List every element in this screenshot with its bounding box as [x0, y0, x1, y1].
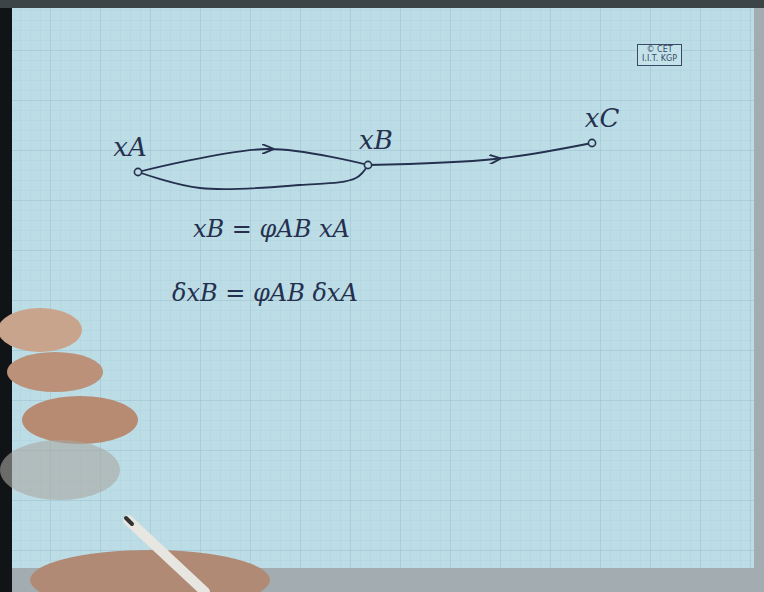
watermark-text: © CET — [642, 46, 677, 55]
hand-shadow — [0, 440, 120, 500]
watermark-box: © CETI.I.T. KGP — [637, 44, 682, 66]
hand — [0, 308, 270, 592]
finger — [0, 308, 82, 352]
left-edge — [0, 0, 12, 592]
point-circle — [364, 161, 371, 168]
point-circle — [588, 139, 595, 146]
trajectory-curve — [368, 143, 592, 165]
point-node: xB — [359, 126, 393, 165]
point-circle — [134, 168, 141, 175]
watermark-text: I.I.T. KGP — [642, 55, 677, 64]
top-edge — [0, 0, 764, 8]
finger — [7, 352, 103, 392]
point-label: xC — [585, 104, 620, 133]
point-label: xA — [113, 133, 146, 162]
hand-lower — [30, 550, 270, 592]
equation: xB = φAB xA — [193, 216, 350, 242]
grid-lines — [12, 8, 754, 568]
finger — [22, 396, 138, 444]
point-marker — [587, 138, 597, 148]
paper-sheet — [12, 8, 754, 568]
pen-tip — [126, 518, 132, 524]
equation: δxB = φAB δxA — [172, 280, 358, 306]
point-marker — [133, 167, 143, 177]
point-node: xC — [585, 104, 620, 143]
trajectory-curve — [138, 165, 368, 189]
point-label: xB — [359, 126, 393, 155]
trajectory-curve — [138, 149, 368, 172]
point-marker — [363, 160, 373, 170]
point-node: xA — [113, 133, 146, 172]
pen — [128, 520, 205, 592]
